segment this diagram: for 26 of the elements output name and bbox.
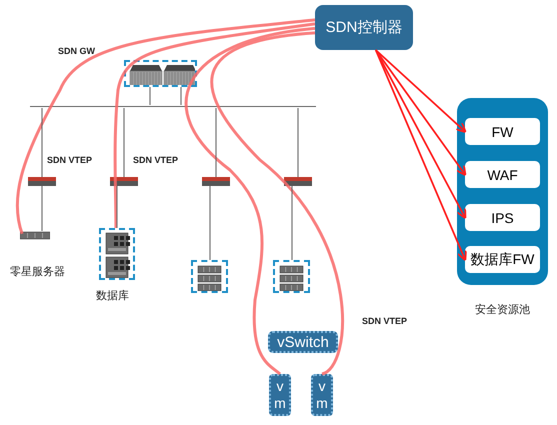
connector-line [210,31,344,376]
controller-box: SDN控制器 [315,5,413,50]
vswitch-box: vSwitch [268,331,338,353]
connector-line [114,22,316,228]
service-box: 数据库FW [465,246,540,273]
connector-line [116,186,118,228]
connector-line [185,26,316,376]
arrow [375,49,467,133]
service-box: IPS [465,204,540,231]
arrow [375,49,466,176]
service-box: WAF [465,161,540,188]
vtep-label: SDN VTEP [133,155,178,165]
connector-line [180,86,182,106]
gateway-label: SDN GW [58,46,95,56]
service-box: FW [465,118,540,145]
arrow [374,50,467,262]
database-label: 数据库 [96,288,129,303]
connector-line [16,18,316,234]
vm-box: vm [269,374,291,416]
server-label: 零星服务器 [10,265,65,279]
vm-box: vm [311,374,333,416]
arrow [374,50,466,220]
security-pool-label: 安全资源池 [475,302,530,317]
security-pool-panel [457,98,548,285]
vtep-label: SDN VTEP [362,316,408,326]
vtep-label: SDN VTEP [47,155,92,165]
